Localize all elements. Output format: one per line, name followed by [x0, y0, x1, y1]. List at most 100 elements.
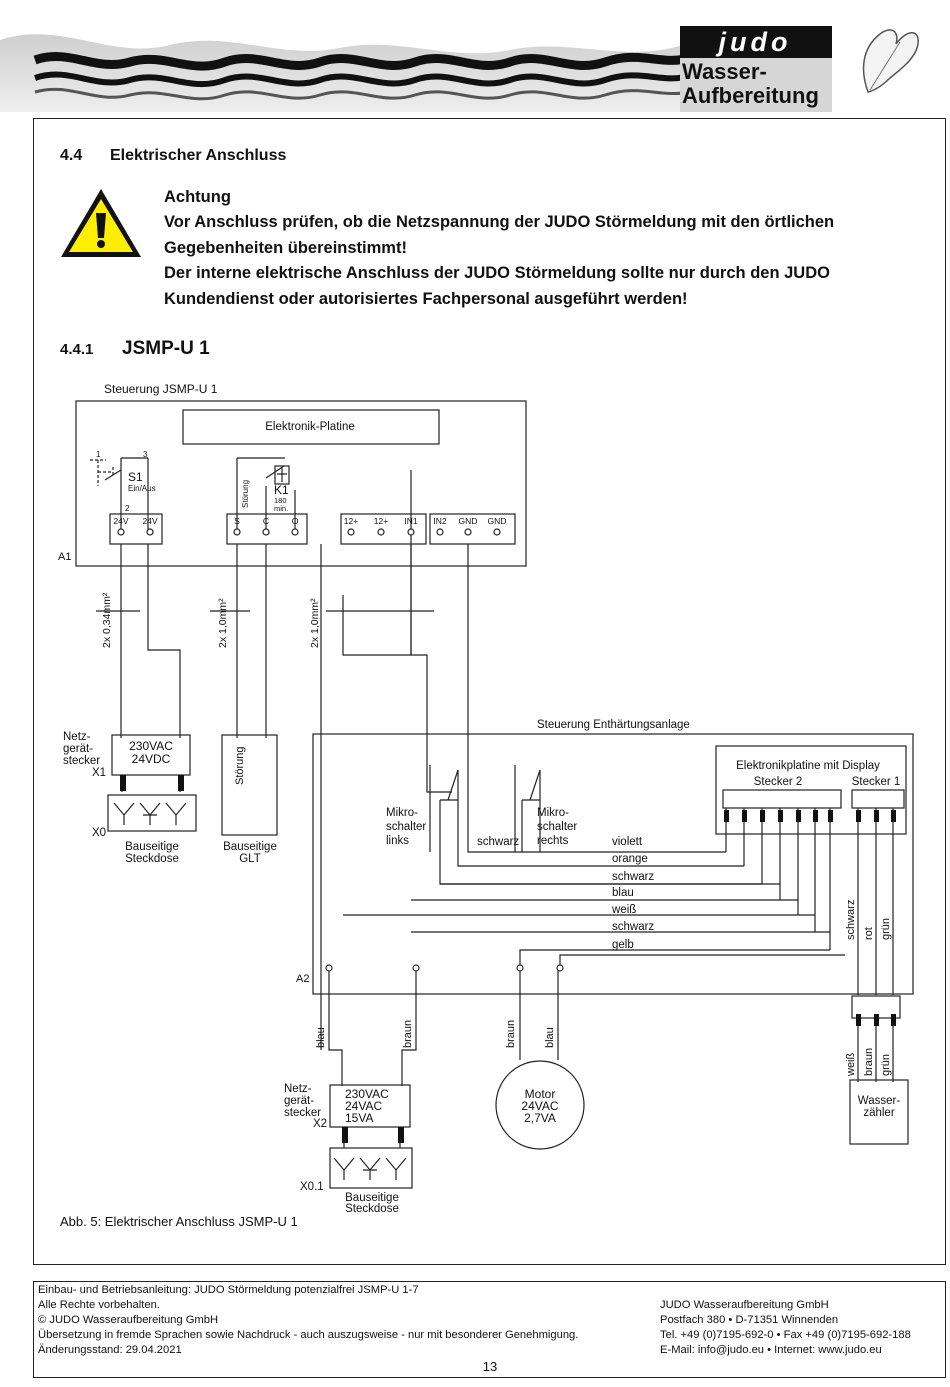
- s1-gruen: grün: [880, 918, 892, 940]
- glt-l1: Bauseitige: [223, 841, 277, 853]
- socket-box-2: [329, 1147, 413, 1189]
- wz-gruen: grün: [880, 1054, 892, 1076]
- ms-right-l2: schalter: [537, 821, 577, 833]
- wire-gelb: gelb: [612, 939, 634, 951]
- d-braun-1: braun: [402, 1020, 414, 1048]
- wz-l1: Wasser-: [858, 1095, 901, 1107]
- platine-box: [182, 409, 440, 445]
- netz1-l2: gerät-: [63, 743, 93, 755]
- footer-right-2: Postfach 380 • D-71351 Winnenden: [660, 1314, 839, 1326]
- term-gnd-b: GND: [488, 516, 507, 526]
- footer-right-3: Tel. +49 (0)7195-692-0 • Fax +49 (0)7195…: [660, 1329, 911, 1341]
- subsection-number: 4.4.1: [60, 341, 94, 358]
- sock1-l1: Bauseitige: [125, 841, 179, 853]
- controller-box-a2: [312, 733, 914, 995]
- brand-line-1: Wasser-: [682, 59, 767, 84]
- cable-c-label: 2x 1,0mm²: [309, 598, 321, 648]
- wire-schwarz-mid: schwarz: [477, 836, 519, 848]
- section-title: Elektrischer Anschluss: [110, 147, 287, 164]
- term-12a: 12+: [344, 516, 358, 526]
- k1-label: K1: [274, 483, 289, 497]
- term-s: S: [234, 516, 240, 526]
- sock2-l2: Steckdose: [345, 1203, 399, 1215]
- page-number: 13: [482, 1359, 498, 1374]
- water-meter-box: [849, 1079, 909, 1145]
- glt-box: [221, 734, 278, 836]
- ms-right-l1: Mikro-: [537, 807, 569, 819]
- figure-caption: Abb. 5: Elektrischer Anschluss JSMP-U 1: [60, 1214, 298, 1229]
- ms-right-l3: rechts: [537, 835, 569, 847]
- ctrl-title: Steuerung JSMP-U 1: [104, 382, 218, 396]
- d-blau-2: blau: [544, 1027, 556, 1048]
- x0-label: X0: [92, 827, 106, 839]
- footer-left-5: Änderungsstand: 29.04.2021: [38, 1344, 182, 1356]
- socket-box-1: [107, 794, 197, 832]
- s1-label: S1: [128, 470, 143, 484]
- wz-l2: zähler: [863, 1107, 894, 1119]
- netz2-l3: stecker: [284, 1107, 321, 1119]
- wiring-diagram: Steuerung JSMP-U 1 Elektronik-Platine 1 …: [58, 382, 914, 1215]
- wire-schwarz-1: schwarz: [612, 871, 654, 883]
- ctrl2-title: Steuerung Enthärtungsanlage: [537, 719, 690, 731]
- butterfly-icon: [862, 29, 919, 93]
- term-in1: IN1: [404, 516, 418, 526]
- psu2-l2: 24VAC: [345, 1099, 382, 1113]
- a1-label: A1: [58, 551, 71, 563]
- psu1-l1: 230VAC: [129, 739, 173, 753]
- psu-box-2: [329, 1084, 411, 1128]
- x2-label: X2: [313, 1118, 327, 1130]
- motor-l2: 24VAC: [521, 1099, 558, 1113]
- netz2-l2: gerät-: [284, 1095, 314, 1107]
- s1-rot: rot: [863, 927, 875, 940]
- term-c: C: [263, 516, 269, 526]
- netz1-l1: Netz-: [63, 731, 91, 743]
- wire-orange: orange: [612, 853, 648, 865]
- wz-weiss: weiß: [845, 1052, 857, 1077]
- a2-label: A2: [296, 973, 309, 985]
- footer-left-2: Alle Rechte vorbehalten.: [38, 1299, 160, 1311]
- term-gnd-a: GND: [459, 516, 478, 526]
- footer-left-3: © JUDO Wasseraufbereitung GmbH: [38, 1314, 219, 1326]
- wz-braun: braun: [863, 1048, 875, 1076]
- warning-heading: Achtung: [164, 188, 231, 206]
- wire-violett: violett: [612, 836, 643, 848]
- term-24v-a: 24V: [113, 516, 128, 526]
- k1-sub2: min.: [274, 504, 288, 513]
- stoerung-rot-label: Störung: [241, 480, 250, 508]
- psu2-l3: 15VA: [345, 1111, 373, 1125]
- footer-left-4: Übersetzung in fremde Sprachen sowie Nac…: [38, 1329, 579, 1341]
- netz1-l3: stecker: [63, 755, 100, 767]
- terminal-strip-4: [429, 513, 516, 545]
- x1-label: X1: [92, 767, 106, 779]
- sock2-l1: Bauseitige: [345, 1192, 399, 1204]
- x01-label: X0.1: [300, 1181, 324, 1193]
- footer-right-4: E-Mail: info@judo.eu • Internet: www.jud…: [660, 1344, 882, 1356]
- section-number: 4.4: [60, 147, 83, 164]
- controller-box-a1: [75, 400, 527, 567]
- psu1-l2: 24VDC: [132, 752, 171, 766]
- warning-line-3: Der interne elektrische Anschluss der JU…: [164, 264, 830, 282]
- d-braun-2: braun: [505, 1020, 517, 1048]
- psu-box-1: [111, 734, 191, 776]
- warning-line-2: Gegebenheiten übereinstimmt!: [164, 239, 407, 257]
- warning-line-4: Kundendienst oder autorisiertes Fachpers…: [164, 290, 688, 308]
- term-in2: IN2: [433, 516, 447, 526]
- content-frame: [33, 118, 946, 1265]
- footer-frame: [33, 1281, 946, 1378]
- stecker2-label: Stecker 2: [754, 776, 803, 788]
- display-title: Elektronikplatine mit Display: [736, 760, 880, 772]
- warning-triangle-icon: [61, 189, 141, 257]
- sock1-l2: Steckdose: [125, 853, 179, 865]
- stecker1-label: Stecker 1: [852, 776, 901, 788]
- motor-circle: [495, 1060, 585, 1150]
- term-12b: 12+: [374, 516, 388, 526]
- glt-l2: GLT: [239, 853, 261, 865]
- cable-a-label: 2x 0,34mm²: [101, 592, 113, 648]
- terminal-strip-2: [226, 513, 308, 545]
- ms-left-l2: schalter: [386, 821, 426, 833]
- wave-stripe-2: [34, 71, 691, 88]
- subsection-title: JSMP-U 1: [122, 338, 210, 359]
- s1-schwarz: schwarz: [845, 900, 857, 940]
- wire-blau: blau: [612, 887, 634, 899]
- wire-weiss: weiß: [611, 904, 636, 916]
